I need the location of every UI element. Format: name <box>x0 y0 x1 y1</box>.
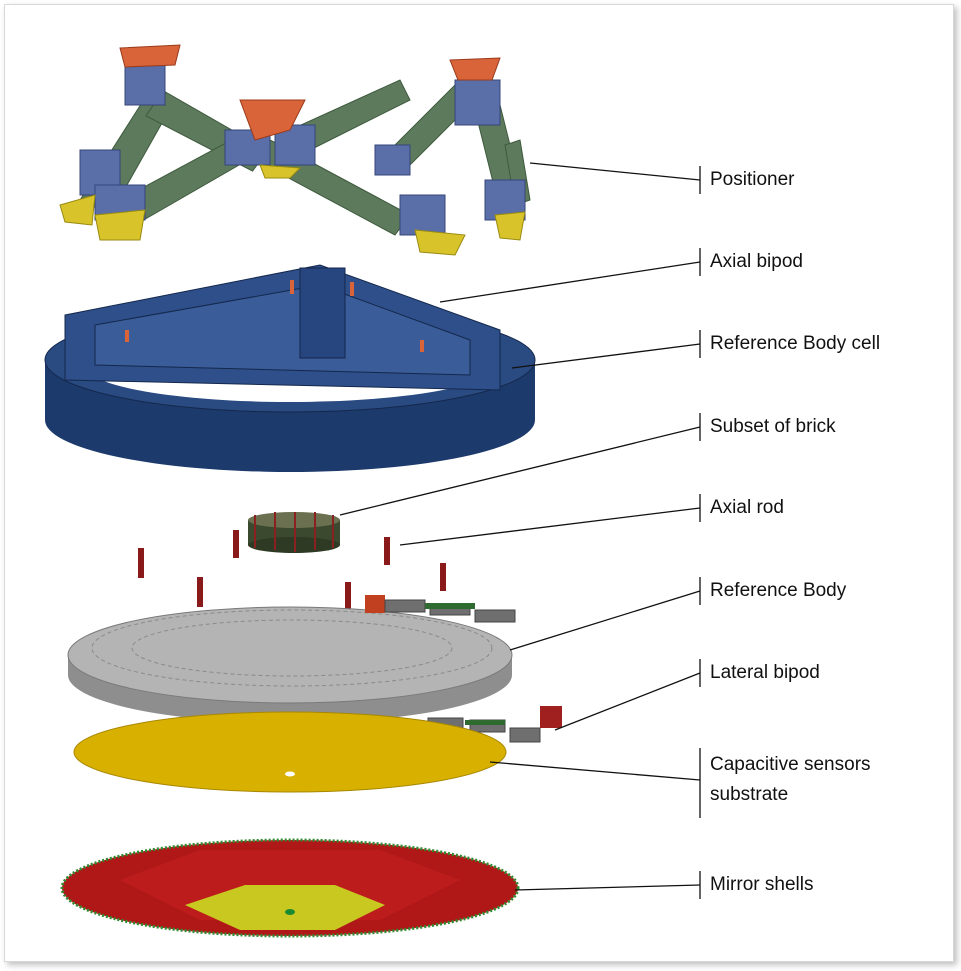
label-positioner: Positioner <box>710 169 795 190</box>
reference-body-part <box>67 595 516 723</box>
label-capacitive-sensors: Capacitive sensors <box>710 754 871 775</box>
label-axial-rod: Axial rod <box>710 497 784 518</box>
label-capacitive-substrate: substrate <box>710 784 789 805</box>
label-mirror-shells: Mirror shells <box>710 874 814 895</box>
label-reference-body: Reference Body <box>710 580 847 601</box>
capacitive-substrate-part <box>73 711 507 793</box>
label-subset-of-brick: Subset of brick <box>710 416 836 437</box>
figure-frame <box>4 4 954 962</box>
reference-body-cell-part <box>44 264 536 472</box>
subset-of-brick-part <box>248 512 340 553</box>
mirror-shells-part <box>60 838 520 938</box>
label-reference-body-cell: Reference Body cell <box>710 333 881 354</box>
label-axial-bipod: Axial bipod <box>710 251 803 272</box>
lateral-bipod-part <box>427 706 562 743</box>
axial-rods-part <box>138 530 446 610</box>
leader-lines <box>339 162 701 899</box>
positioner-part <box>59 44 531 256</box>
label-lateral-bipod: Lateral bipod <box>710 662 820 683</box>
